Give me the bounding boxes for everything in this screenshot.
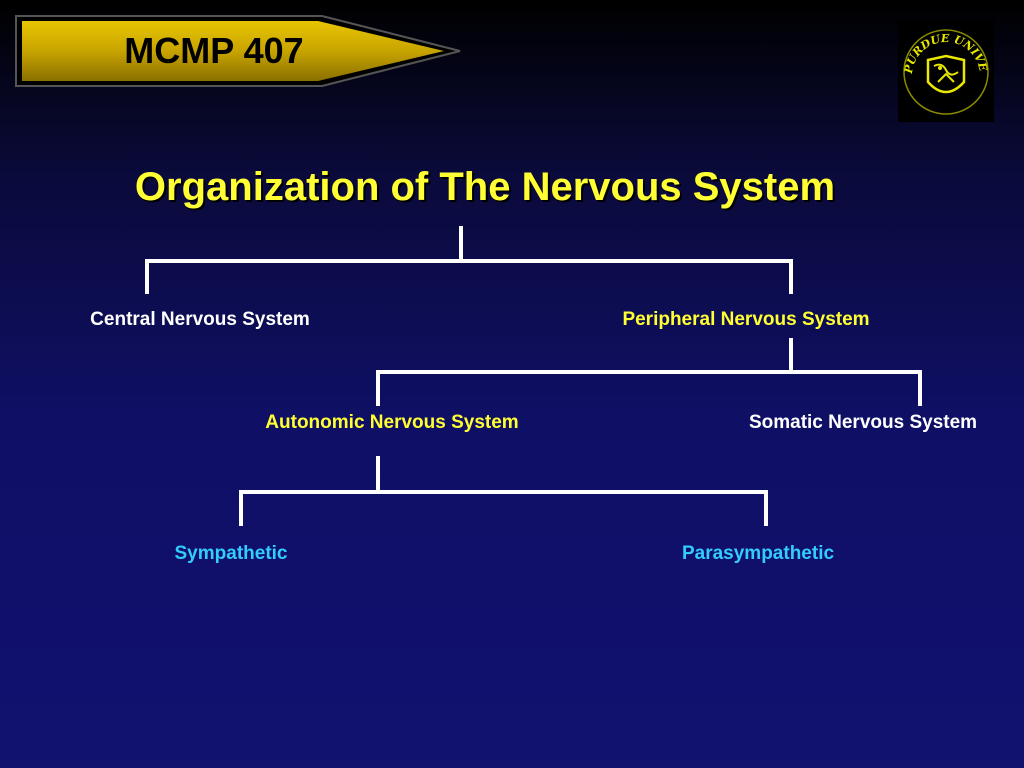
node-parasympathetic: Parasympathetic xyxy=(681,543,835,564)
purdue-logo: PURDUE UNIVERSITY xyxy=(898,20,994,122)
node-autonomic-nervous-system: Autonomic Nervous System xyxy=(265,412,519,433)
course-label: MCMP 407 xyxy=(124,30,304,71)
node-somatic-nervous-system: Somatic Nervous System xyxy=(748,412,978,433)
node-peripheral-nervous-system: Peripheral Nervous System xyxy=(622,309,870,330)
course-tag: MCMP 407 xyxy=(14,14,464,88)
course-tag-arrow-shape xyxy=(15,15,461,87)
page-title: Organization of The Nervous System xyxy=(134,165,836,209)
purdue-university-seal-icon: PURDUE UNIVERSITY xyxy=(898,20,990,115)
node-central-nervous-system: Central Nervous System xyxy=(90,309,310,330)
node-sympathetic: Sympathetic xyxy=(174,543,288,564)
